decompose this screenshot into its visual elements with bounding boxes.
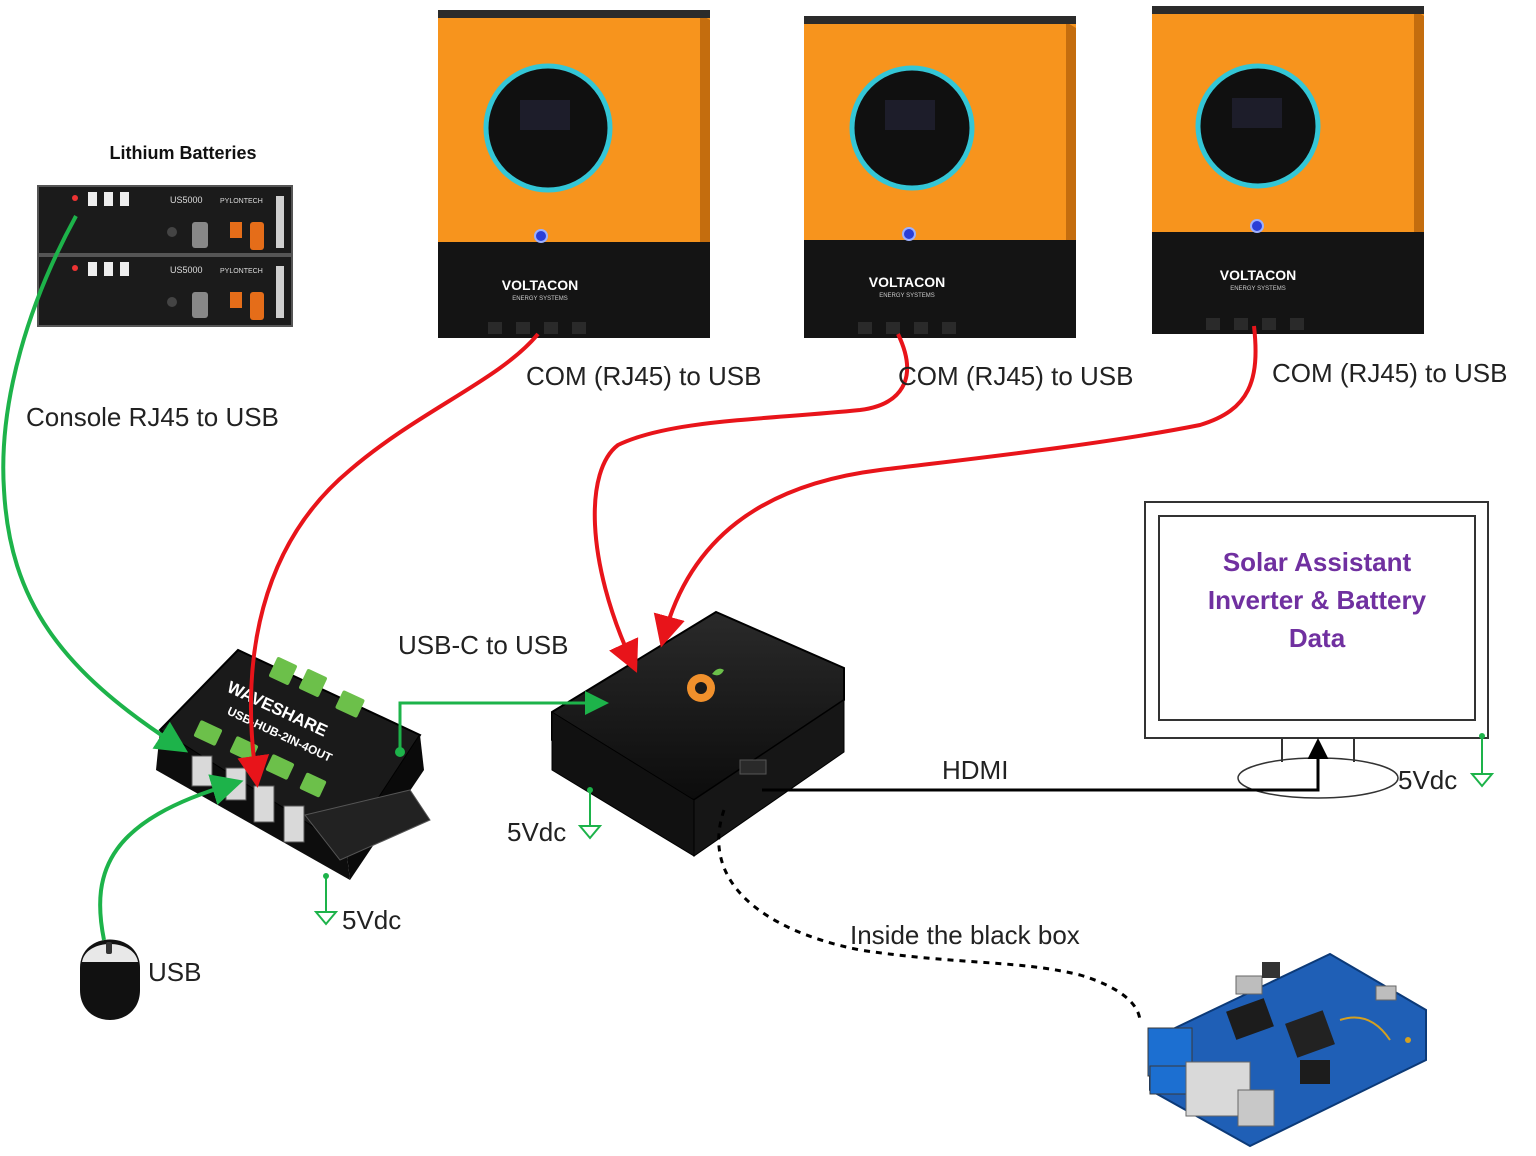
monitor-text-line: Inverter & Battery	[1208, 585, 1427, 615]
usb-hub: WAVESHARE USB-HUB-2IN-4OUT	[156, 648, 431, 880]
battery-brand: PYLONTECH	[220, 198, 263, 205]
battery-model: US5000	[170, 265, 203, 275]
inverter-sub: ENERGY SYSTEMS	[512, 296, 568, 302]
battery-brand: PYLONTECH	[220, 268, 263, 275]
ground-symbol	[577, 787, 603, 840]
usbc-cable	[398, 691, 609, 752]
inverter-unit: VOLTACON ENERGY SYSTEMS	[438, 10, 710, 338]
ground-symbol	[313, 873, 339, 926]
inverter-brand: VOLTACON	[502, 277, 578, 293]
battery-unit: US5000 PYLONTECH	[37, 185, 293, 255]
battery-model: US5000	[170, 195, 203, 205]
battery-unit: US5000 PYLONTECH	[37, 255, 293, 327]
mouse-icon	[80, 939, 140, 1020]
batteries-title: Lithium Batteries	[109, 143, 256, 163]
usbc-label: USB-C to USB	[398, 630, 569, 660]
inverter-sub: ENERGY SYSTEMS	[879, 293, 935, 299]
inverter1-link-label: COM (RJ45) to USB	[526, 361, 762, 391]
sbc-board	[1147, 952, 1427, 1148]
inverter2-cable	[592, 333, 909, 673]
battery-stack: Lithium Batteries US5000 PYLONTECH US500…	[37, 143, 293, 327]
inverter-sub: ENERGY SYSTEMS	[1230, 286, 1286, 292]
hdmi-label: HDMI	[942, 755, 1008, 785]
battery-console-label: Console RJ45 to USB	[26, 402, 279, 432]
inverter-brand: VOLTACON	[1220, 267, 1296, 283]
inverter-unit: VOLTACON ENERGY SYSTEMS	[1152, 6, 1424, 334]
battery-console-cable	[1, 215, 189, 753]
inverter3-cable	[653, 325, 1258, 648]
monitor: Solar Assistant Inverter & Battery Data	[1144, 501, 1489, 799]
inverter-unit: VOLTACON ENERGY SYSTEMS	[804, 16, 1076, 338]
inverter1-cable	[237, 332, 540, 788]
inside-link	[717, 809, 1142, 1023]
mouse-label: USB	[148, 957, 201, 987]
monitor-power-label: 5Vdc	[1398, 765, 1457, 795]
sbc-case	[551, 610, 845, 857]
sbc-power-label: 5Vdc	[507, 817, 566, 847]
inverter2-link-label: COM (RJ45) to USB	[898, 361, 1134, 391]
monitor-text-line: Solar Assistant	[1223, 547, 1412, 577]
inverter3-link-label: COM (RJ45) to USB	[1272, 358, 1508, 388]
hub-power-label: 5Vdc	[342, 905, 401, 935]
ground-symbol	[1469, 733, 1495, 788]
inside-label: Inside the black box	[850, 920, 1080, 950]
mouse-cable	[98, 774, 244, 941]
inverter-brand: VOLTACON	[869, 274, 945, 290]
hdmi-cable	[762, 738, 1329, 792]
monitor-text-line: Data	[1289, 623, 1346, 653]
